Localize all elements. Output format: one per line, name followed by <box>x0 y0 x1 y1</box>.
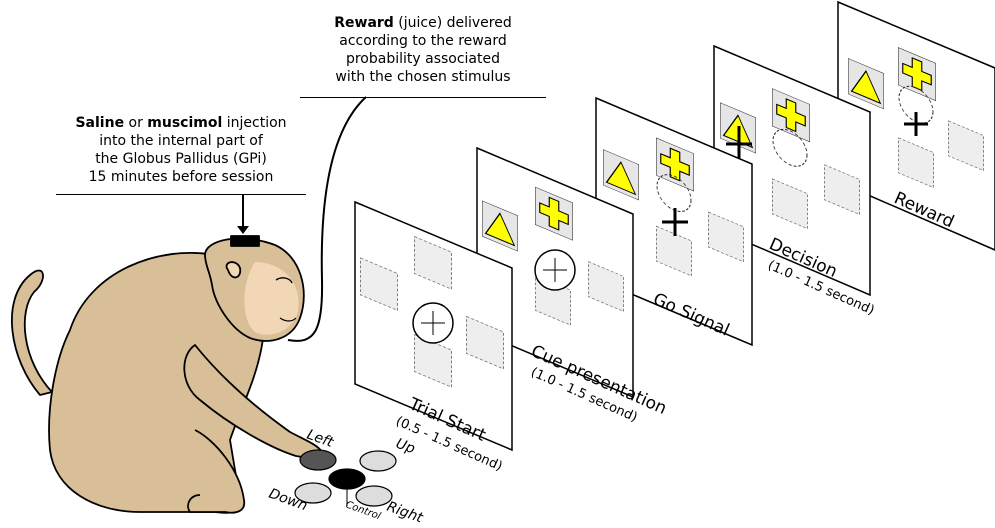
button-left[interactable] <box>299 449 337 471</box>
panel-go-fixation-icon <box>662 208 688 236</box>
panel-decision-cursor-icon <box>726 126 752 160</box>
reward-note-rule <box>300 97 546 98</box>
button-up-label: Up <box>394 436 418 458</box>
injection-note-line4: 15 minutes before session <box>88 169 274 185</box>
injection-note-or: or <box>124 115 148 131</box>
button-right-label: Right <box>385 499 426 527</box>
injection-note-bold2: muscimol <box>147 115 223 131</box>
injection-note: Saline or muscimol injection into the in… <box>56 114 306 186</box>
panel-trial-start <box>354 200 513 452</box>
injection-note-bold1: Saline <box>75 115 125 131</box>
reward-note-bold: Reward <box>334 15 394 31</box>
reward-tube <box>287 96 367 342</box>
reward-note-line1: (juice) delivered <box>393 15 512 31</box>
response-buttons <box>294 449 397 507</box>
injection-note-line1: injection <box>222 115 287 131</box>
reward-note-line2: according to the reward <box>339 33 507 49</box>
injection-note-rule <box>56 194 306 195</box>
button-control[interactable] <box>328 468 366 490</box>
button-up[interactable] <box>359 450 397 472</box>
reward-note-line3: probability associated <box>345 51 501 67</box>
injection-cannula-icon <box>230 235 260 247</box>
monkey-illustration <box>11 235 323 514</box>
reward-note: Reward (juice) delivered according to th… <box>300 14 546 86</box>
injection-arrowhead <box>237 226 249 234</box>
button-right[interactable] <box>355 485 393 507</box>
injection-note-line2: into the internal part of <box>99 133 263 149</box>
button-down[interactable] <box>294 482 332 504</box>
reward-note-line4: with the chosen stimulus <box>335 69 511 85</box>
injection-note-line3: the Globus Pallidus (GPi) <box>95 151 267 167</box>
panel-reward-fixation-icon <box>904 112 928 136</box>
